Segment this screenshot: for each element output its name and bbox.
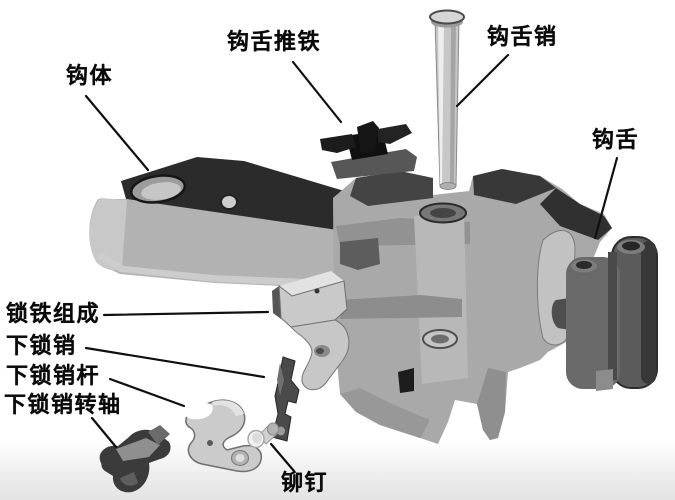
label-rivet: 铆钉 — [281, 470, 329, 495]
label-knuckle-thrower: 钩舌推铁 — [227, 29, 322, 54]
leader-lines — [84, 53, 619, 473]
leader-lower-lock-pin — [84, 346, 266, 379]
label-knuckle-pin: 钩舌销 — [487, 24, 558, 49]
leader-knuckle-pin — [455, 53, 510, 108]
coupler-head-part — [333, 169, 612, 444]
leader-knuckle-thrower — [291, 60, 343, 124]
label-lower-lock-pin: 下锁销 — [6, 333, 77, 358]
leader-hook-body — [84, 94, 150, 172]
lower-lock-pin-rod-part — [184, 399, 263, 473]
label-lower-lock-pin-pivot: 下锁销转轴 — [4, 392, 122, 417]
label-lower-lock-pin-rod: 下锁销杆 — [6, 363, 101, 388]
leader-knuckle — [593, 156, 619, 240]
leader-lock-assembly — [102, 310, 270, 317]
lower-lock-pin-pivot-part — [99, 425, 171, 493]
shank-small-hole — [220, 194, 238, 210]
label-lock-assembly: 锁铁组成 — [6, 301, 101, 326]
rivet-part — [247, 422, 279, 449]
knuckle-part — [551, 236, 658, 391]
leader-rivet — [269, 442, 296, 473]
lower-lock-pin-part — [271, 356, 300, 442]
label-hook-body: 钩体 — [66, 63, 114, 88]
knuckle-thrower-part — [320, 121, 417, 179]
label-knuckle: 钩舌 — [592, 127, 640, 152]
hook-body-part — [89, 157, 400, 291]
leader-lower-lock-pin-rod — [108, 377, 186, 408]
leader-lower-lock-pin-pivot — [90, 416, 118, 449]
lock-assembly-part — [272, 271, 350, 391]
knuckle-pin-part — [429, 9, 465, 190]
